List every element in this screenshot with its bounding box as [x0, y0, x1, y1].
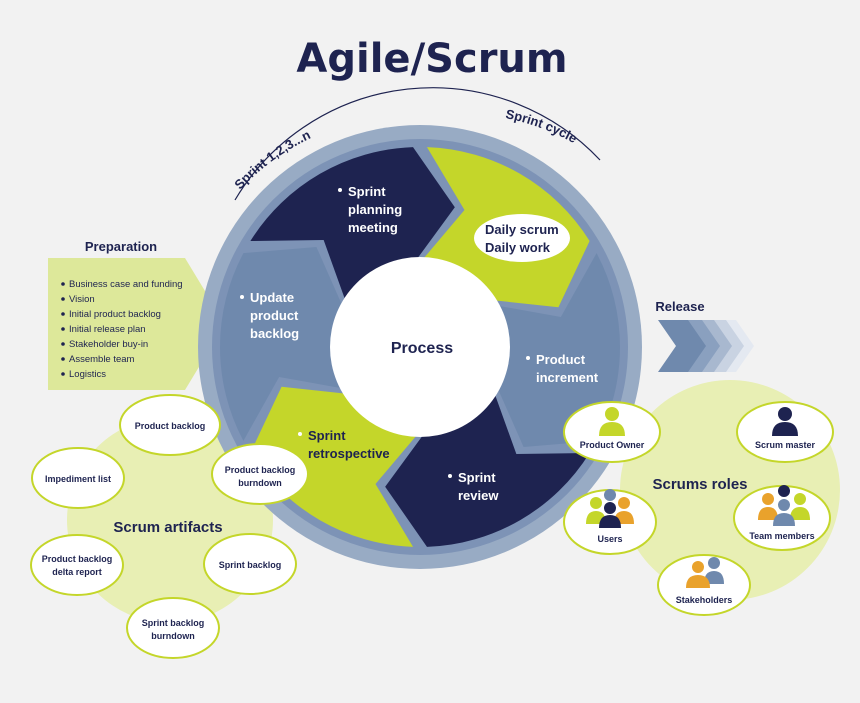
segment-product-increment — [497, 253, 620, 448]
process-label: Process — [391, 340, 453, 357]
roles-title: Scrums roles — [652, 476, 747, 493]
segment-planning-label: Sprint planning meeting — [348, 184, 406, 235]
artifact-product-backlog[interactable] — [119, 394, 221, 456]
artifact-sprint-backlog-burndown[interactable] — [126, 597, 220, 659]
sprint-cycle-label: Sprint cycle — [504, 106, 579, 146]
artifact-sprint-backlog[interactable] — [203, 533, 297, 595]
preparation-item: Vision — [69, 294, 95, 305]
daily-scrum-bubble — [474, 214, 570, 262]
preparation-arrow — [48, 258, 225, 390]
process-segments — [219, 147, 620, 547]
product-owner-icon — [599, 407, 625, 436]
segment-backlog-label: Update product backlog — [250, 290, 302, 341]
svg-text:Product Owner: Product Owner — [580, 440, 645, 450]
svg-text:Impediment list: Impediment list — [45, 474, 111, 484]
preparation-bullet — [61, 372, 65, 376]
segment-planning — [250, 147, 455, 301]
preparation-bullet — [61, 297, 65, 301]
preparation-bullet — [61, 357, 65, 361]
preparation-item: Business case and funding — [69, 279, 183, 290]
segment-retrospective — [250, 386, 417, 547]
segment-labels: Sprint planning meeting Daily scrum Dail… — [240, 184, 599, 503]
roles-items: Product Owner Scrum master Users — [563, 401, 834, 616]
svg-text:Product backlog: Product backlog — [135, 421, 206, 431]
svg-text:Team members: Team members — [749, 531, 814, 541]
artifact-delta-report[interactable] — [30, 534, 124, 596]
preparation-bullet — [61, 327, 65, 331]
preparation-title: Preparation — [85, 239, 157, 254]
segment-update-backlog — [219, 246, 343, 441]
svg-text:Sprint backlog: Sprint backlog — [219, 560, 282, 570]
svg-text:Stakeholders: Stakeholders — [676, 595, 733, 605]
segment-daily-label: Daily scrum Daily work — [485, 222, 562, 255]
preparation-bullet — [61, 342, 65, 346]
segment-retrospective-label: Sprint retrospective — [308, 428, 390, 461]
preparation-item: Logistics — [69, 369, 106, 380]
svg-text:Scrum master: Scrum master — [755, 440, 816, 450]
process-center — [330, 257, 510, 437]
release-title: Release — [655, 299, 704, 314]
artifact-impediment-list[interactable] — [31, 447, 125, 509]
preparation-bullet — [61, 312, 65, 316]
artifact-product-backlog-burndown[interactable] — [211, 443, 309, 505]
preparation-bullet — [61, 282, 65, 286]
preparation-item: Initial product backlog — [69, 309, 161, 320]
users-icon — [586, 489, 634, 528]
artifacts-title: Scrum artifacts — [113, 519, 222, 536]
scrum-master-icon — [772, 407, 798, 436]
release-arrow — [658, 320, 754, 372]
svg-text:Users: Users — [597, 534, 622, 544]
preparation-item: Assemble team — [69, 354, 135, 365]
preparation-item: Stakeholder buy-in — [69, 339, 148, 350]
sprint-arc — [234, 87, 601, 201]
segment-review — [385, 393, 590, 547]
diagram-title: Agile/Scrum — [296, 36, 567, 82]
segment-review-label: Sprint review — [458, 470, 499, 503]
team-members-icon — [758, 485, 810, 526]
preparation-item: Initial release plan — [69, 324, 146, 335]
stakeholders-icon — [686, 557, 724, 588]
artifacts-items: Product backlog Impediment list Product … — [30, 394, 309, 659]
segment-increment-label: Product increment — [536, 352, 599, 385]
